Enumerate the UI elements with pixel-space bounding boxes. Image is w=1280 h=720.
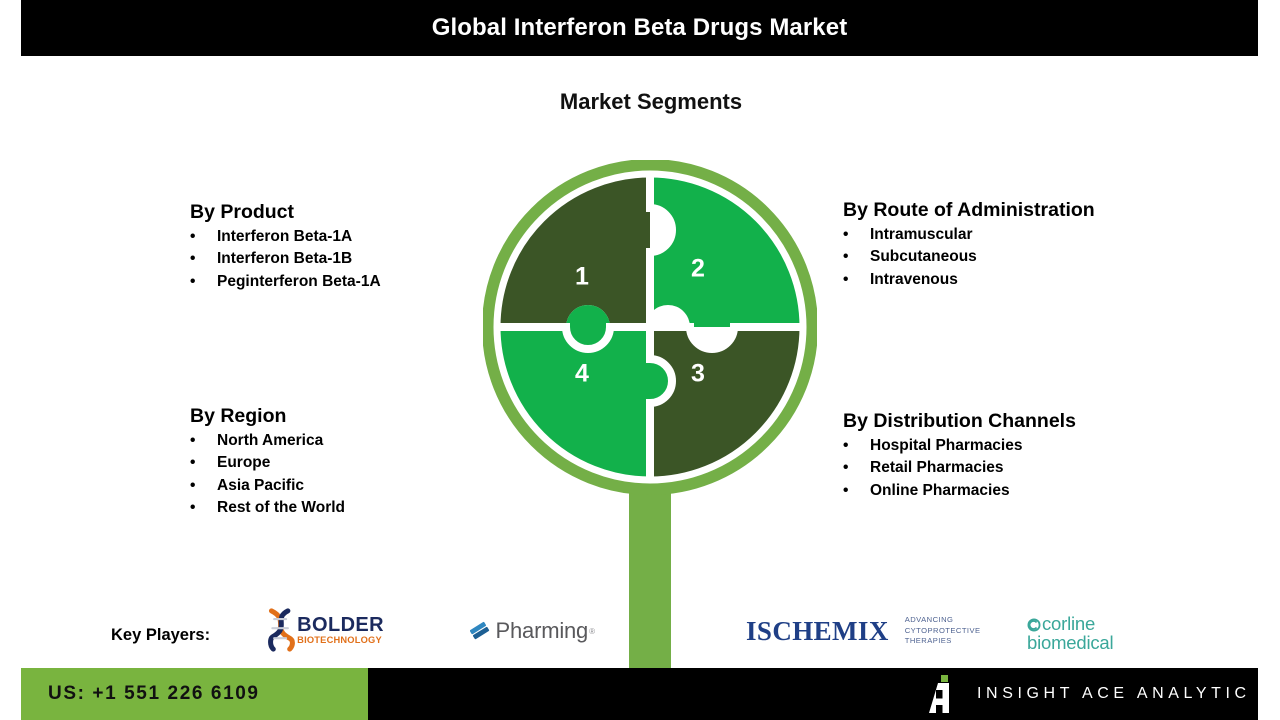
footer-brand-name: INSIGHT ACE ANALYTIC — [977, 685, 1251, 702]
list-item: • Intramuscular — [843, 224, 1095, 246]
logo-pharming: Pharming ® — [470, 615, 595, 647]
list-item-label: Hospital Pharmacies — [870, 437, 1023, 454]
list-item-label: Europe — [217, 454, 271, 472]
footer-phone-number[interactable]: US: +1 551 226 6109 — [48, 683, 260, 704]
bullet-icon: • — [190, 250, 196, 268]
list-item: • Subcutaneous — [843, 246, 1095, 268]
bullet-icon: • — [190, 272, 196, 290]
segment-by-distribution-channels: By Distribution Channels • Hospital Phar… — [843, 410, 1076, 502]
segment-title-by-region: By Region — [190, 405, 287, 427]
puzzle-number-1: 1 — [575, 263, 589, 291]
logo-pharming-text: Pharming — [495, 618, 589, 643]
segment-list-by-distribution-channels: • Hospital Pharmacies • Retail Pharmacie… — [843, 435, 1076, 502]
segment-title-by-product: By Product — [190, 201, 295, 223]
logo-ischemix-tagline-line1: ADVANCING — [904, 615, 954, 625]
magnifier-lens-rim — [493, 170, 807, 484]
footer-contact-bar: US: +1 551 226 6109 — [21, 668, 368, 720]
magnifying-glass-puzzle-icon: 1 2 3 4 — [483, 160, 817, 668]
puzzle-number-2: 2 — [691, 255, 705, 283]
puzzle-quadrant-1 — [497, 174, 650, 327]
puzzle-number-3: 3 — [691, 360, 705, 388]
segment-list-by-product: • Interferon Beta-1A • Interferon Beta-1… — [190, 226, 381, 293]
list-item: • North America — [190, 430, 345, 452]
logo-ischemix-tagline-line2: CYTOPROTECTIVE — [904, 625, 981, 635]
list-item: • Hospital Pharmacies — [843, 435, 1076, 457]
segment-list-by-region: • North America • Europe • Asia Pacific … — [190, 430, 345, 519]
list-item: • Intravenous — [843, 269, 1095, 291]
list-item: • Online Pharmacies — [843, 480, 1076, 502]
bullet-icon: • — [190, 432, 196, 449]
bullet-icon: • — [190, 476, 196, 494]
bullet-icon: • — [190, 498, 196, 516]
bullet-icon: • — [190, 228, 196, 245]
list-item-label: Interferon Beta-1A — [217, 228, 353, 245]
list-item-label: Peginterferon Beta-1A — [217, 272, 381, 290]
puzzle-quadrant-3 — [628, 327, 803, 480]
logo-ischemix: ISCHEMIX ADVANCING CYTOPROTECTIVE THERAP… — [746, 614, 980, 648]
logo-ischemix-tagline-line3: THERAPIES — [904, 636, 952, 646]
logo-bolder-sub-text: BIOTECHNOLOGY — [297, 634, 382, 645]
segment-by-route-of-administration: By Route of Administration • Intramuscul… — [843, 199, 1095, 291]
footer-brand: INSIGHT ACE ANALYTIC — [925, 668, 1251, 720]
list-item: • Asia Pacific — [190, 475, 345, 497]
logo-bolder-biotechnology: BOLDER BIOTECHNOLOGY — [266, 604, 384, 656]
logo-ischemix-main-text: ISCHEMIX — [746, 615, 889, 646]
logo-corline-line1: corline — [1042, 613, 1096, 634]
bullet-icon: • — [843, 437, 849, 454]
section-heading-label: Market Segments — [559, 89, 743, 114]
list-item: • Europe — [190, 452, 345, 474]
puzzle-number-4: 4 — [575, 360, 589, 388]
circle-c-icon — [1027, 618, 1041, 632]
logo-pharming-trademark: ® — [589, 626, 595, 636]
page-title: Global Interferon Beta Drugs Market — [431, 14, 848, 41]
segment-by-product: By Product • Interferon Beta-1A • Interf… — [190, 201, 381, 293]
puzzle-quadrant-2 — [646, 174, 803, 327]
section-heading: Market Segments — [0, 89, 1280, 115]
dna-helix-icon — [268, 608, 295, 652]
list-item: • Peginterferon Beta-1A — [190, 271, 381, 293]
list-item-label: North America — [217, 432, 324, 449]
list-item-label: Interferon Beta-1B — [217, 250, 353, 268]
segment-list-by-route-of-administration: • Intramuscular • Subcutaneous • Intrave… — [843, 224, 1095, 291]
blue-diamond-icon — [470, 621, 490, 640]
puzzle-separators — [497, 174, 803, 480]
bullet-icon: • — [843, 270, 849, 288]
bullet-icon: • — [843, 481, 849, 499]
insight-ace-a-logo-icon — [929, 675, 949, 713]
key-players-label: Key Players: — [111, 626, 211, 644]
bullet-icon: • — [843, 248, 849, 266]
list-item-label: Retail Pharmacies — [870, 459, 1004, 477]
bullet-icon: • — [843, 459, 849, 477]
list-item-label: Online Pharmacies — [870, 481, 1010, 499]
list-item-label: Asia Pacific — [217, 476, 305, 494]
list-item-label: Rest of the World — [217, 498, 346, 516]
segment-title-by-distribution-channels: By Distribution Channels — [843, 410, 1076, 432]
segment-title-by-route-of-administration: By Route of Administration — [843, 199, 1095, 221]
logo-corline-line2: biomedical — [1027, 632, 1114, 653]
logo-bolder-main-text: BOLDER — [297, 613, 384, 636]
list-item-label: Subcutaneous — [870, 248, 977, 266]
list-item-label: Intramuscular — [870, 226, 973, 243]
segment-by-region: By Region • North America • Europe • Asi… — [190, 405, 345, 519]
bullet-icon: • — [190, 454, 196, 472]
list-item: • Interferon Beta-1B — [190, 248, 381, 270]
list-item: • Retail Pharmacies — [843, 457, 1076, 479]
list-item: • Interferon Beta-1A — [190, 226, 381, 248]
list-item-label: Intravenous — [870, 270, 958, 288]
logo-corline-biomedical: corline biomedical — [1027, 614, 1147, 652]
list-item: • Rest of the World — [190, 497, 345, 519]
bullet-icon: • — [843, 226, 849, 243]
header-bar: Global Interferon Beta Drugs Market — [21, 0, 1258, 56]
